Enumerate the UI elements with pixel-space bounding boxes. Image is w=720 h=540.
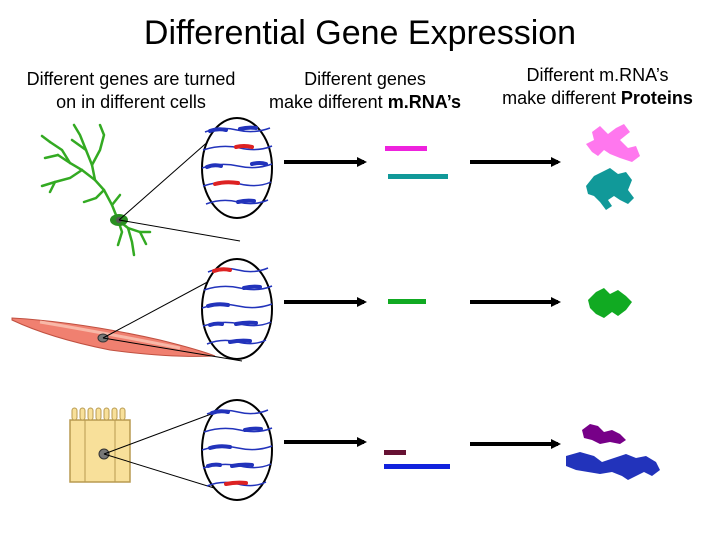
- header-proteins-line2: make different Proteins: [480, 87, 715, 110]
- header-proteins: Different m.RNA’s make different Protein…: [480, 64, 715, 110]
- nucleus-row2: [201, 258, 273, 360]
- arrows-to-mrna: [284, 157, 367, 447]
- page-title: Differential Gene Expression: [143, 14, 577, 52]
- header-mrna-line2-bold: m.RNA’s: [387, 92, 462, 112]
- proteins: [566, 124, 660, 480]
- header-proteins-line1: Different m.RNA’s: [526, 65, 669, 85]
- header-mrna-line2: make different m.RNA’s: [255, 91, 475, 114]
- protein-row1-1: [586, 124, 640, 162]
- nucleus-row1: [201, 117, 273, 219]
- header-mrna-line1: Different genes: [304, 69, 426, 89]
- mrna-bar-row3-2: [384, 464, 450, 469]
- epithelial-cell-illustration: [69, 407, 131, 483]
- protein-row1-2: [586, 168, 634, 210]
- arrows-to-protein: [470, 157, 561, 449]
- neuron-illustration: [40, 123, 152, 257]
- protein-row3-1: [582, 424, 626, 444]
- mrna-bar-row2-1: [388, 299, 426, 304]
- protein-row2-1: [588, 288, 632, 318]
- muscle-cell-illustration: [11, 317, 216, 357]
- header-cells-line2: on in different cells: [56, 92, 206, 112]
- header-mrna: Different genes make different m.RNA’s: [255, 68, 475, 114]
- header-cells-line1: Different genes are turned: [26, 69, 236, 89]
- mrna-bars: [384, 146, 450, 469]
- header-proteins-line2-bold: Proteins: [620, 88, 693, 108]
- mrna-bar-row3-1: [384, 450, 406, 455]
- mrna-bar-row1-2: [388, 174, 448, 179]
- header-mrna-line2-plain: make different: [268, 92, 388, 112]
- mrna-bar-row1-1: [385, 146, 427, 151]
- header-cells: Different genes are turned on in differe…: [6, 68, 256, 114]
- header-proteins-line2-plain: make different: [502, 88, 621, 108]
- nucleus-row3: [201, 399, 273, 501]
- protein-row3-2: [566, 452, 660, 480]
